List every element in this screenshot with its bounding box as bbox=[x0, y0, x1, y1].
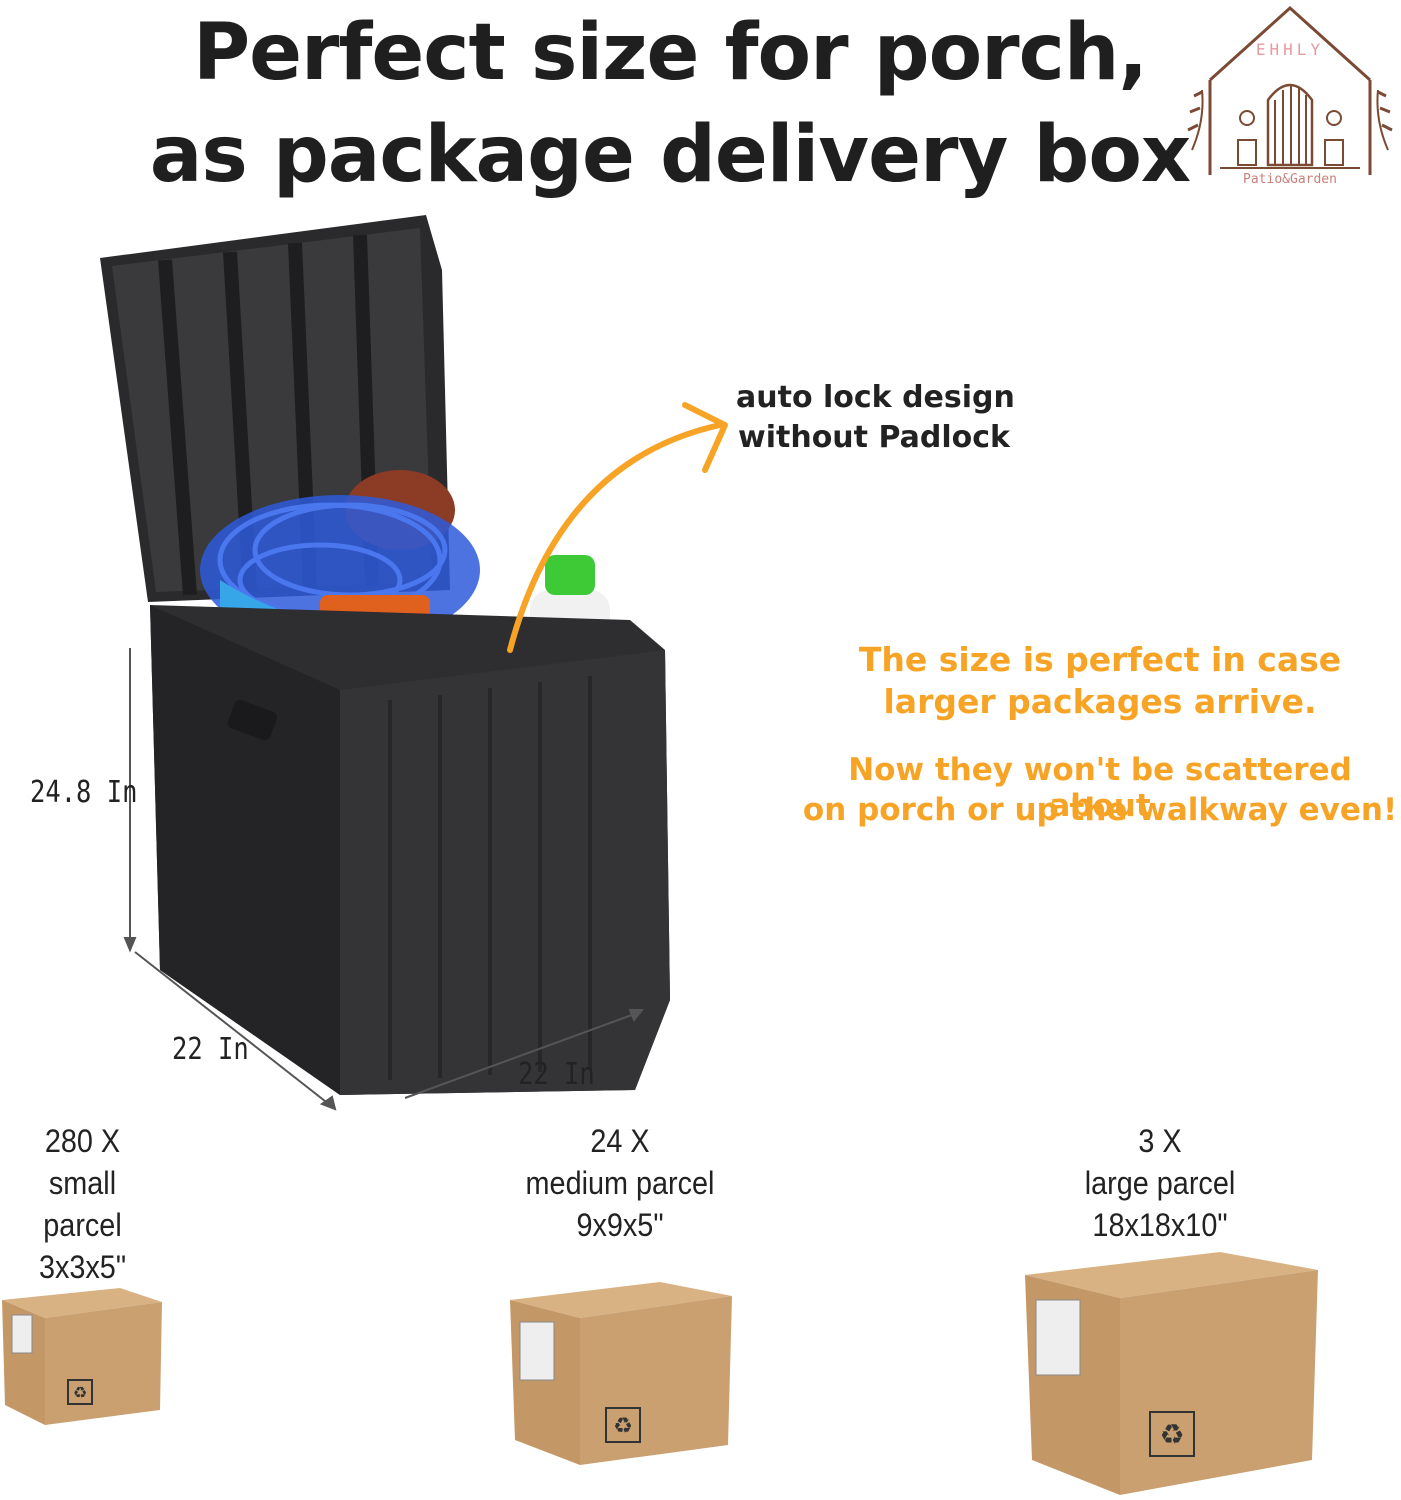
parcel-large-count: 3 X bbox=[1138, 1123, 1182, 1159]
callout-line-2: without Padlock bbox=[738, 420, 1010, 455]
parcel-large: 3 X large parcel 18x18x10" bbox=[1040, 1120, 1280, 1500]
svg-text:♻: ♻ bbox=[73, 1383, 87, 1402]
parcel-small-size: 3x3x5" bbox=[38, 1249, 127, 1285]
benefit-2-line-2: on porch or up the walkway even! bbox=[802, 792, 1398, 828]
width-label: 22 In bbox=[518, 1057, 595, 1092]
height-label: 24.8 In bbox=[30, 775, 138, 810]
callout-line-1: auto lock design bbox=[736, 380, 1015, 415]
logo-brand: EHHLY bbox=[1255, 40, 1325, 59]
medium-box-icon: ♻ bbox=[510, 1282, 732, 1465]
headline-line-2: as package delivery box bbox=[149, 110, 1191, 200]
parcel-small-count: 280 X bbox=[44, 1123, 121, 1159]
benefit-1-line-2: larger packages arrive. bbox=[883, 682, 1317, 721]
benefit-2-line-1: Now they won't be scattered about bbox=[848, 752, 1352, 824]
small-box-icon: ♻ bbox=[2, 1288, 162, 1425]
deck-box-image bbox=[90, 210, 690, 1100]
parcel-medium: 24 X medium parcel 9x9x5" bbox=[500, 1120, 740, 1500]
headline-line-1: Perfect size for porch, bbox=[192, 8, 1148, 98]
parcel-small: 280 X small parcel 3x3x5" bbox=[0, 1120, 165, 1500]
depth-label: 22 In bbox=[172, 1032, 249, 1067]
parcel-large-name: large parcel bbox=[1084, 1165, 1236, 1201]
parcel-medium-name: medium parcel bbox=[525, 1165, 715, 1201]
parcel-large-size: 18x18x10" bbox=[1092, 1207, 1228, 1243]
benefit-1-line-1: The size is perfect in case bbox=[858, 640, 1342, 679]
large-box-icon: ♻ bbox=[1025, 1252, 1318, 1495]
svg-text:♻: ♻ bbox=[1159, 1418, 1184, 1451]
logo-tagline: Patio&Garden bbox=[1243, 172, 1337, 187]
house-logo-icon bbox=[1187, 5, 1393, 175]
svg-text:♻: ♻ bbox=[613, 1414, 633, 1439]
parcel-small-name: small parcel bbox=[43, 1165, 122, 1243]
parcel-medium-count: 24 X bbox=[590, 1123, 650, 1159]
brand-logo: EHHLY Patio&Garden bbox=[1180, 0, 1400, 200]
parcel-medium-size: 9x9x5" bbox=[576, 1207, 664, 1243]
